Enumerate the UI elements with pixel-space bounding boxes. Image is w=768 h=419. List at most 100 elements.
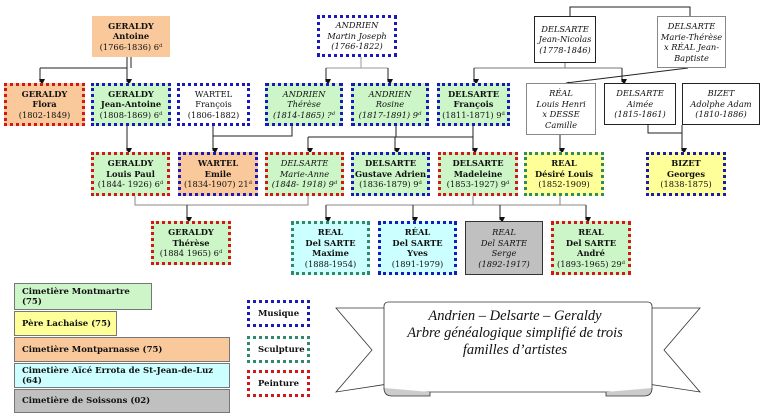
person-surname: DELSARTE bbox=[541, 23, 589, 34]
person-surname: ANDRIEN bbox=[282, 88, 326, 99]
person-name-line: Gustave Adrien bbox=[354, 168, 427, 179]
person-name-line: Louis Henri bbox=[536, 98, 586, 109]
legend-cemetery-4: Cimetière de Soissons (02) bbox=[14, 389, 230, 413]
person-dates: (1802-1849) bbox=[18, 109, 71, 120]
person-name-line: André bbox=[577, 248, 605, 258]
person-name-line: x RÉAL Jean- bbox=[663, 42, 720, 52]
person-surname: GERALDY bbox=[168, 227, 214, 238]
person-dates: (1884 1965) 6ᵈ bbox=[159, 248, 223, 259]
person-surname: REAL bbox=[492, 227, 516, 237]
person-dates: (1815-1861) bbox=[614, 109, 666, 120]
person-name-line: Jean-Nicolas bbox=[538, 34, 592, 45]
person-dates: (1808-1869) 6ᵈ bbox=[99, 109, 163, 120]
person-surname: DELSARTE bbox=[452, 158, 504, 169]
person-name-line: Marie-Thérèse bbox=[660, 31, 723, 42]
title-line-3: familles d’artistes bbox=[462, 342, 568, 358]
legend-cemetery-1: Père Lachaise (75) bbox=[14, 311, 117, 336]
person-surname: BIZET bbox=[707, 88, 735, 99]
person-dates: (1838-1875) bbox=[660, 179, 712, 190]
person-name-line: Del SARTE bbox=[565, 237, 617, 248]
person-dates: (1891-1979) bbox=[391, 258, 444, 269]
person-name-line: Jean-Antoine bbox=[100, 99, 162, 110]
person-name-line: Louis Paul bbox=[106, 168, 155, 179]
legend-cemetery-0: Cimetière Montmartre (75) bbox=[14, 283, 152, 310]
person-surname: DELSARTE bbox=[667, 21, 716, 31]
person-dates: (1806-1882) bbox=[187, 109, 240, 120]
person-dates: (1888-1954) bbox=[304, 258, 357, 269]
person-dates: (1892-1917) bbox=[478, 258, 530, 269]
person-dates: (1844- 1926) 6ᵈ bbox=[97, 179, 164, 190]
person-name-line: Baptiste bbox=[674, 52, 709, 63]
person-name-line: Adolphe Adam bbox=[690, 98, 752, 109]
legend-art-sculpture: Sculpture bbox=[247, 336, 310, 363]
person-surname: ANDRIEN bbox=[368, 88, 412, 99]
person-dates: (1853-1927) 9ᵈ bbox=[446, 179, 510, 190]
person-name-line: Del SARTE bbox=[480, 237, 528, 248]
person-dates: (1810-1886) bbox=[695, 109, 747, 120]
person-name-line: Flora bbox=[32, 99, 57, 110]
person-surname: ANDRIEN bbox=[335, 20, 379, 31]
person-name-line: Thérèse bbox=[172, 237, 210, 248]
person-surname: WARTEL bbox=[197, 158, 239, 169]
person-surname: RÉAL bbox=[549, 88, 573, 98]
person-name-line: Madeleine bbox=[453, 168, 503, 179]
person-name-line: Thérèse bbox=[287, 99, 321, 110]
person-surname: DELSARTE bbox=[616, 88, 664, 99]
person-name-line: Antoine bbox=[112, 31, 150, 42]
legend-cemetery-2: Cimetière Montparnasse (75) bbox=[14, 337, 230, 362]
person-name-line: Serge bbox=[491, 248, 517, 258]
legend-art-peinture: Peinture bbox=[247, 370, 310, 397]
person-dates: (1836-1879) 9ᵈ bbox=[359, 179, 422, 190]
person-name-line: Désiré Louis bbox=[534, 168, 594, 179]
person-name-line: Emile bbox=[204, 168, 232, 179]
person-surname: GERALDY bbox=[108, 88, 154, 99]
person-surname: WARTEL bbox=[194, 88, 233, 99]
title-line-2: Arbre généalogique simplifié de trois bbox=[407, 325, 623, 341]
person-name-line: Aimée bbox=[626, 98, 654, 109]
title-banner bbox=[334, 301, 702, 397]
person-name-line: Del SARTE bbox=[392, 237, 443, 248]
legend-cemetery-3: Cimetière Aïcé Errota de St-Jean-de-Luz … bbox=[14, 363, 230, 388]
person-name-line: Yves bbox=[407, 248, 428, 258]
person-surname: REAL bbox=[551, 158, 577, 169]
person-dates: (1811-1871) 9ᵈ bbox=[442, 109, 505, 120]
person-name-line: Rosine bbox=[375, 99, 405, 110]
person-name-line: Camille bbox=[544, 119, 578, 130]
person-name-line: Martin Joseph bbox=[327, 30, 387, 41]
person-dates: (1778-1846) bbox=[539, 44, 591, 55]
person-surname: GERALDY bbox=[21, 88, 68, 99]
person-dates: (1848- 1918) 9ᵈ bbox=[271, 179, 338, 190]
person-name-line: François bbox=[195, 99, 232, 110]
person-dates: (1766-1822) bbox=[331, 41, 383, 52]
person-surname: RÉAL bbox=[404, 227, 431, 237]
person-name-line: François bbox=[453, 99, 494, 110]
person-surname: DELSARTE bbox=[280, 158, 329, 169]
person-surname: GERALDY bbox=[108, 20, 154, 31]
person-dates: (1893-1965) 29ᵈ bbox=[556, 258, 626, 269]
person-surname: BIZET bbox=[671, 158, 701, 169]
person-name-line: Georges bbox=[666, 168, 706, 179]
